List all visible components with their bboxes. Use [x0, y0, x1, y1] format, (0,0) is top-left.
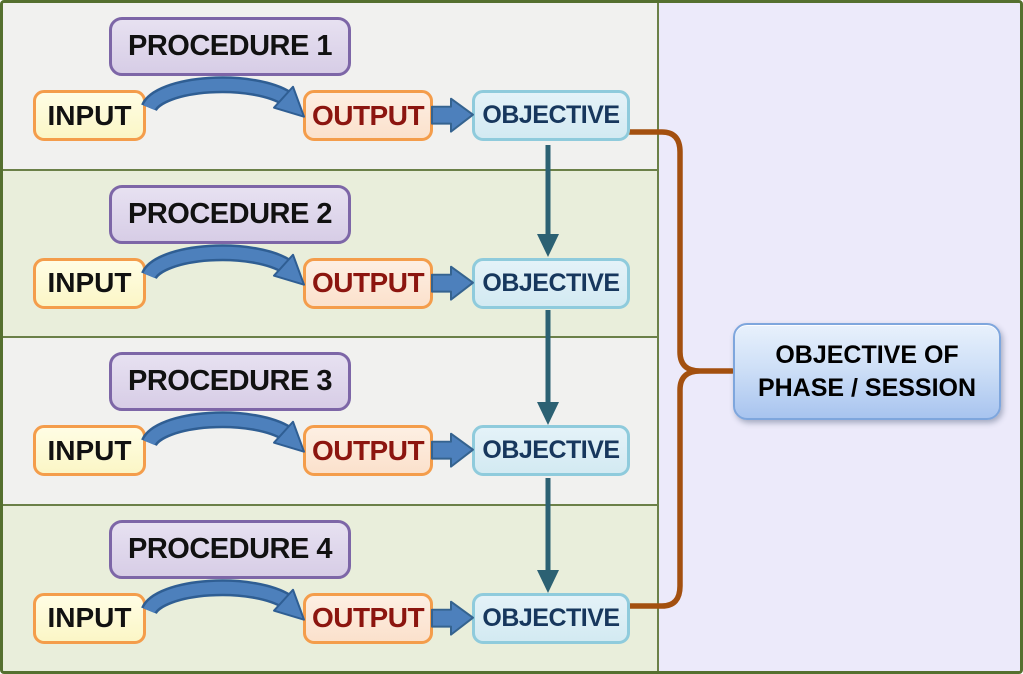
input-label: INPUT: [47, 602, 132, 633]
objective-label: OBJECTIVE: [482, 436, 620, 464]
input-label: INPUT: [47, 434, 132, 466]
objective-box: OBJECTIVE: [472, 257, 630, 309]
curved-arrow-icon: [141, 578, 305, 621]
input-label: INPUT: [47, 99, 132, 131]
procedure-box: PROCEDURE 1: [109, 17, 351, 76]
phase-objective-line2: PHASE / SESSION: [757, 373, 977, 402]
objective-label: OBJECTIVE: [482, 603, 620, 632]
objective-label: OBJECTIVE: [482, 101, 620, 129]
procedure-label: PROCEDURE 4: [128, 532, 333, 565]
output-label: OUTPUT: [311, 267, 425, 298]
procedure-row-1: PROCEDURE 1 INPUT OUTPUT OBJECTIVE: [3, 3, 657, 171]
curved-arrow-icon: [141, 243, 305, 286]
input-box: INPUT: [33, 592, 146, 644]
output-box: OUTPUT: [303, 90, 433, 141]
procedure-label: PROCEDURE 3: [128, 365, 333, 397]
objective-box: OBJECTIVE: [472, 425, 630, 476]
output-label: OUTPUT: [311, 434, 425, 466]
input-box: INPUT: [33, 425, 146, 476]
input-box: INPUT: [33, 90, 146, 141]
output-box: OUTPUT: [303, 257, 433, 309]
objective-box: OBJECTIVE: [472, 90, 630, 141]
procedures-panel: PROCEDURE 1 INPUT OUTPUT OBJECTIVE: [3, 3, 659, 671]
procedure-label: PROCEDURE 2: [128, 197, 333, 230]
input-label: INPUT: [47, 267, 132, 298]
curved-arrow-icon: [141, 411, 305, 453]
objective-box: OBJECTIVE: [472, 592, 630, 644]
procedure-row-4: PROCEDURE 4 INPUT OUTPUT OBJECTIVE: [3, 505, 657, 671]
procedure-box: PROCEDURE 4: [109, 519, 351, 579]
block-arrow-icon: [431, 432, 474, 468]
phase-objective-box: OBJECTIVE OF PHASE / SESSION: [733, 323, 1001, 420]
output-box: OUTPUT: [303, 425, 433, 476]
phase-objective-panel: OBJECTIVE OF PHASE / SESSION: [659, 3, 1020, 671]
block-arrow-icon: [431, 265, 474, 301]
curved-arrow-icon: [141, 76, 305, 118]
block-arrow-icon: [431, 97, 474, 133]
procedure-row-3: PROCEDURE 3 INPUT OUTPUT OBJECTIVE: [3, 338, 657, 506]
procedure-box: PROCEDURE 2: [109, 184, 351, 244]
procedure-label: PROCEDURE 1: [128, 30, 333, 62]
input-box: INPUT: [33, 257, 146, 309]
output-label: OUTPUT: [311, 602, 425, 633]
objective-label: OBJECTIVE: [482, 268, 620, 297]
phase-objective-line1: OBJECTIVE OF: [775, 340, 959, 369]
procedure-row-2: PROCEDURE 2 INPUT OUTPUT OBJECTIVE: [3, 170, 657, 338]
output-label: OUTPUT: [311, 99, 425, 131]
block-arrow-icon: [431, 600, 474, 636]
procedure-box: PROCEDURE 3: [109, 352, 351, 411]
output-box: OUTPUT: [303, 592, 433, 644]
